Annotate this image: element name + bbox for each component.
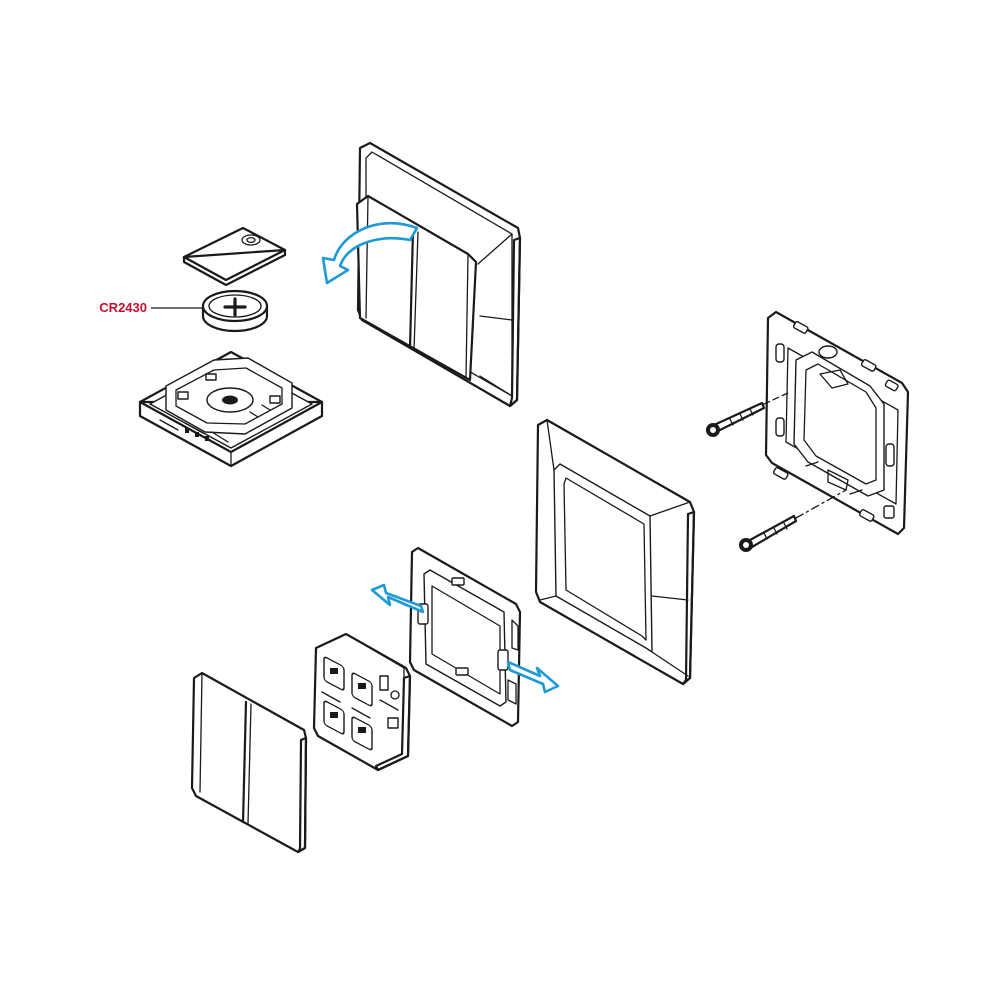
battery-type-label: CR2430 (99, 300, 147, 315)
plus-icon (223, 297, 247, 317)
frame-cover (534, 418, 696, 686)
rotate-arrow-icon (321, 221, 419, 285)
screw-axis-line-lower (795, 489, 847, 519)
adapter-frame (408, 546, 522, 728)
battery-cover (182, 226, 287, 287)
double-rocker-keys (190, 671, 308, 854)
mounting-bracket (764, 310, 910, 536)
assembled-double-rocker-switch (355, 141, 522, 408)
transmitter-module-housing (138, 350, 324, 468)
clip-arrow-left-icon (370, 583, 425, 614)
cr2430-coin-battery (201, 289, 269, 333)
clip-arrow-right-icon (506, 660, 560, 694)
switch-module (312, 632, 412, 772)
mounting-screw-lower (739, 489, 847, 552)
screw-axis-line-upper (763, 391, 791, 405)
mounting-screw-upper (706, 391, 791, 437)
